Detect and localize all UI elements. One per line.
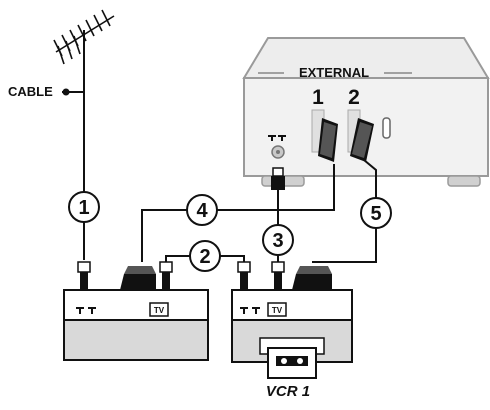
aerial-socket-icon <box>268 135 286 159</box>
antenna-icon <box>53 9 115 65</box>
aerial-symbol-icon <box>76 307 96 314</box>
callout-1: 1 <box>68 191 100 223</box>
svg-text:3: 3 <box>272 230 283 252</box>
tv-badge-icon <box>149 302 169 317</box>
callout-5: 5 <box>360 197 392 229</box>
scart-1-label: 1 <box>312 86 324 109</box>
left-device: TV <box>63 261 209 361</box>
scart-plug-tv-2 <box>350 118 374 162</box>
svg-text:5: 5 <box>370 203 381 225</box>
scart-plug-tv-1 <box>318 118 338 162</box>
cable-label: CABLE <box>8 84 53 99</box>
tv-badge-left: TV <box>154 306 165 315</box>
svg-text:4: 4 <box>196 200 208 222</box>
external-label: EXTERNAL <box>299 65 369 80</box>
vcr-label: VCR 1 <box>266 383 310 400</box>
tv-badge-right: TV <box>272 306 283 315</box>
vcr-device: TV <box>231 261 353 379</box>
svg-text:1: 1 <box>78 197 89 219</box>
svg-text:2: 2 <box>199 246 210 268</box>
scart-2-label: 2 <box>348 86 360 109</box>
callout-2: 2 <box>189 240 221 272</box>
tv-badge-icon <box>267 302 287 317</box>
coax-plug-icon <box>271 167 285 190</box>
callout-3: 3 <box>262 224 294 256</box>
aerial-symbol-icon <box>240 307 260 314</box>
tv-set: EXTERNAL 1 2 <box>242 37 490 187</box>
cable-label-group: CABLE <box>8 84 84 99</box>
callout-4: 4 <box>186 194 218 226</box>
